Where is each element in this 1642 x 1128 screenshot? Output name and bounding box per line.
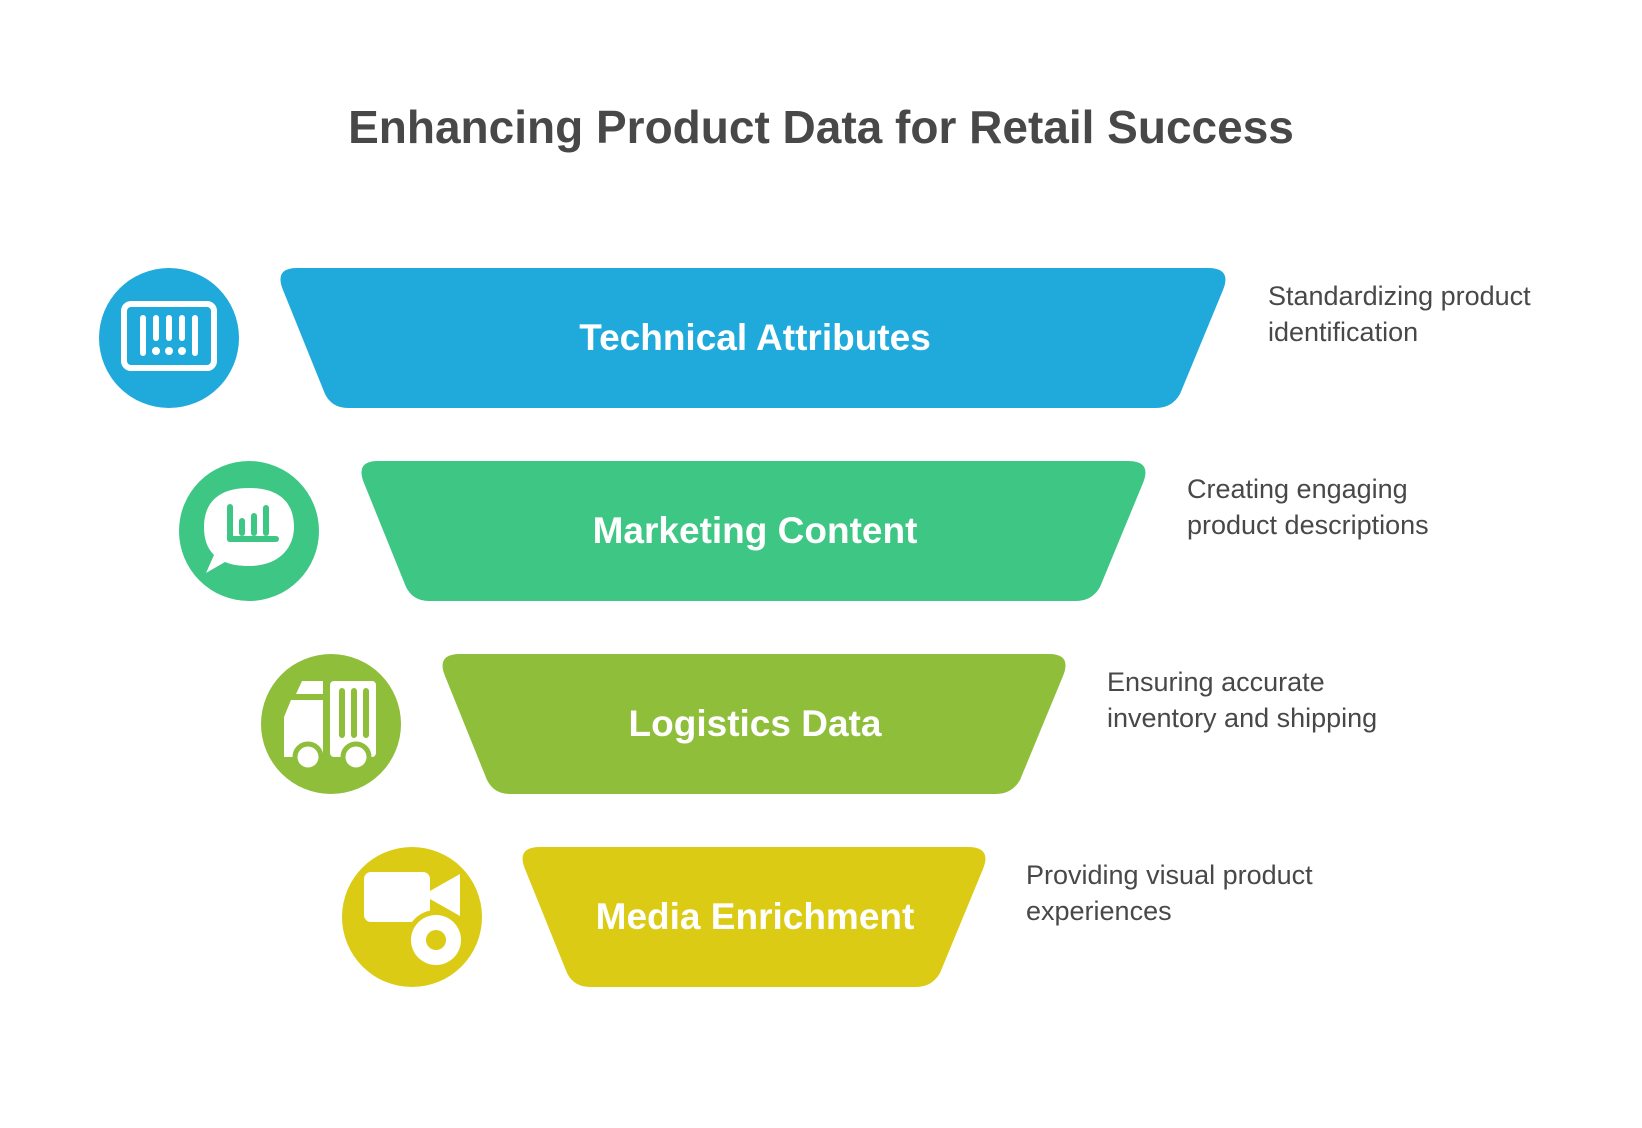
funnel-band-technical-attributes xyxy=(280,268,1226,408)
stage-label-marketing-content: Marketing Content xyxy=(592,510,918,551)
stage-description-technical-attributes: Standardizing product identification xyxy=(1268,281,1531,347)
stage-description-media-enrichment: Providing visual product experiences xyxy=(1026,860,1313,926)
stage-label-logistics-data: Logistics Data xyxy=(628,703,882,744)
stage-label-media-enrichment: Media Enrichment xyxy=(595,896,915,937)
barcode-icon xyxy=(121,301,217,371)
funnel-band-logistics-data xyxy=(442,654,1066,794)
stage-description-marketing-content: Creating engaging product descriptions xyxy=(1187,474,1429,540)
funnel-band-media-enrichment xyxy=(522,847,986,987)
page-title: Enhancing Product Data for Retail Succes… xyxy=(348,101,1294,153)
chat-bar-chart-icon xyxy=(204,488,294,573)
video-camera-icon xyxy=(364,872,466,970)
stage-label-technical-attributes: Technical Attributes xyxy=(579,317,931,358)
stage-description-logistics-data: Ensuring accurate inventory and shipping xyxy=(1107,667,1378,733)
delivery-truck-icon xyxy=(284,681,376,773)
funnel-band-marketing-content xyxy=(361,461,1146,601)
